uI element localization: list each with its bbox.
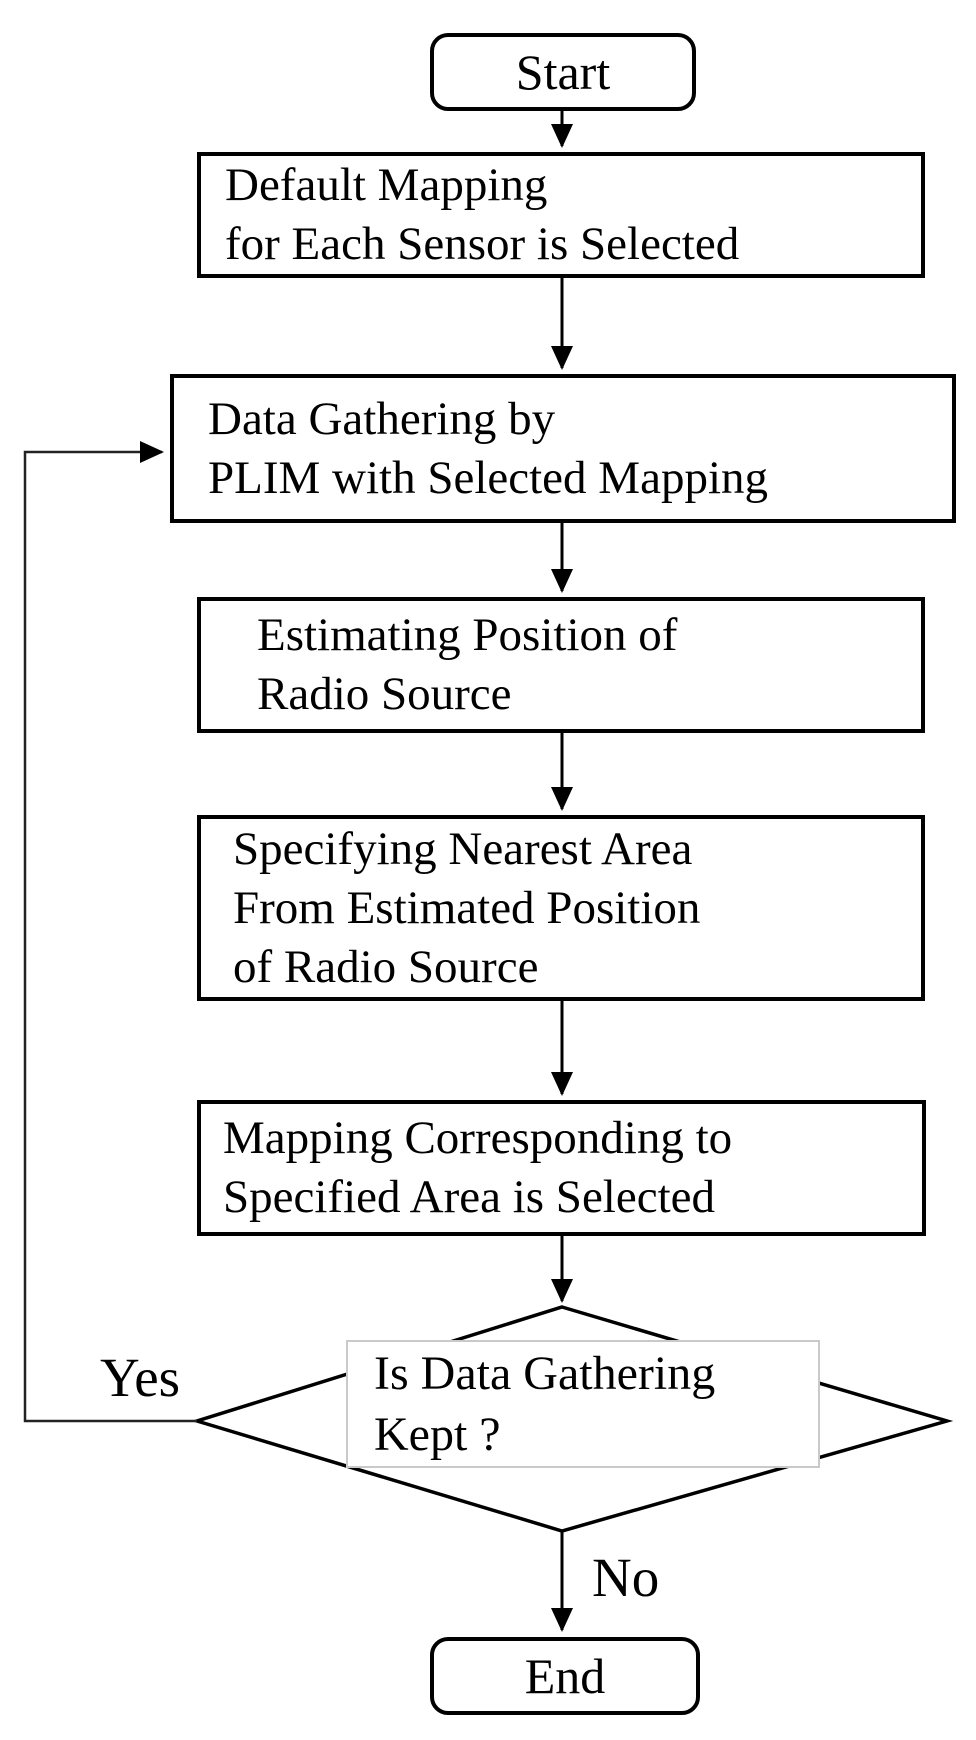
node-data-gathering-line: Data Gathering by <box>208 392 556 445</box>
node-start: Start <box>430 33 696 111</box>
node-default-mapping: Default Mapping for Each Sensor is Selec… <box>197 152 925 278</box>
decision-label-box: Is Data Gathering Kept ? <box>346 1340 820 1468</box>
node-mapping-selected: Mapping Corresponding to Specified Area … <box>197 1100 926 1236</box>
node-default-mapping-line: for Each Sensor is Selected <box>225 218 740 270</box>
node-estimating-position-line: Radio Source <box>257 668 512 720</box>
node-data-gathering-line: PLIM with Selected Mapping <box>208 451 769 504</box>
node-mapping-selected-line: Specified Area is Selected <box>223 1171 716 1223</box>
node-specifying-area-line: From Estimated Position <box>233 881 701 934</box>
node-estimating-position: Estimating Position of Radio Source <box>197 597 925 733</box>
node-data-gathering: Data Gathering by PLIM with Selected Map… <box>170 374 956 523</box>
node-specifying-area-line: Specifying Nearest Area <box>233 822 693 875</box>
decision-label-line: Is Data Gathering <box>374 1347 716 1400</box>
loop-edge-yes <box>23 441 197 1423</box>
node-default-mapping-line: Default Mapping <box>225 159 548 211</box>
decision-label-line: Kept ? <box>374 1408 501 1461</box>
no-edge-label: No <box>592 1547 660 1608</box>
node-estimating-position-line: Estimating Position of <box>257 609 678 661</box>
node-end-label: End <box>524 1648 606 1704</box>
node-specifying-area: Specifying Nearest Area From Estimated P… <box>197 815 925 1001</box>
yes-edge-label: Yes <box>100 1347 181 1408</box>
node-specifying-area-line: of Radio Source <box>233 940 539 993</box>
node-end: End <box>430 1637 700 1715</box>
node-start-label: Start <box>515 44 611 100</box>
node-mapping-selected-line: Mapping Corresponding to <box>223 1112 733 1164</box>
